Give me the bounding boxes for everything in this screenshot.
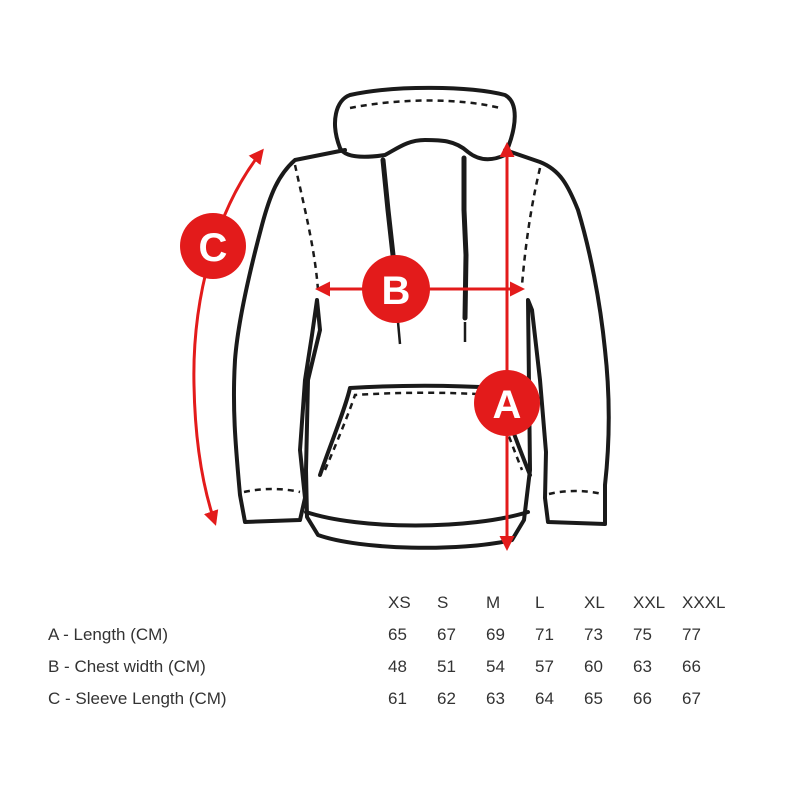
table-cell: 67 xyxy=(437,625,456,644)
hoodie-outline xyxy=(231,85,611,550)
hood xyxy=(333,85,517,162)
body-outline xyxy=(231,148,611,550)
table-cell: 66 xyxy=(633,689,652,708)
table-cell: 65 xyxy=(584,689,603,708)
table-cell: 63 xyxy=(486,689,505,708)
sleeve-arrow xyxy=(192,148,264,526)
row-label: B - Chest width (CM) xyxy=(48,657,206,676)
table-cell: 61 xyxy=(388,689,407,708)
badge-c-circle xyxy=(180,213,246,279)
measure-b-chest: B xyxy=(315,255,525,323)
measure-a-length: A xyxy=(474,142,540,551)
badge-b-letter: B xyxy=(382,269,411,313)
table-cell: 75 xyxy=(633,625,652,644)
table-cell: 48 xyxy=(388,657,407,676)
table-row-chest-width: B - Chest width (CM) 48 51 54 57 60 63 6… xyxy=(40,651,731,683)
hem-band xyxy=(304,510,530,528)
hoodie-diagram: A B C xyxy=(180,85,611,551)
size-chart-table: XS S M L XL XXL XXXL A - Length (CM) 65 … xyxy=(40,587,731,715)
table-cell: 73 xyxy=(584,625,603,644)
table-cell: 66 xyxy=(682,657,701,676)
table-cell: 77 xyxy=(682,625,701,644)
badge-c-letter: C xyxy=(199,226,228,270)
row-label: A - Length (CM) xyxy=(48,625,168,644)
size-header: XXL xyxy=(633,593,666,612)
table-cell: 57 xyxy=(535,657,554,676)
table-row-sleeve-length: C - Sleeve Length (CM) 61 62 63 64 65 66… xyxy=(40,683,731,715)
table-cell: 62 xyxy=(437,689,456,708)
badge-b-circle xyxy=(362,255,430,323)
badge-a-letter: A xyxy=(493,383,522,427)
table-row-length: A - Length (CM) 65 67 69 71 73 75 77 xyxy=(40,619,731,651)
size-header: S xyxy=(437,593,449,612)
table-cell: 67 xyxy=(682,689,701,708)
table-cell: 54 xyxy=(486,657,505,676)
table-cell: 60 xyxy=(584,657,603,676)
measure-c-sleeve: C xyxy=(180,148,264,526)
badge-a-circle xyxy=(474,370,540,436)
row-label: C - Sleeve Length (CM) xyxy=(48,689,227,708)
table-cell: 69 xyxy=(486,625,505,644)
size-header: L xyxy=(535,593,545,612)
table-cell: 63 xyxy=(633,657,652,676)
table-cell: 64 xyxy=(535,689,554,708)
size-header: XL xyxy=(584,593,605,612)
size-header: XXXL xyxy=(682,593,726,612)
size-header-row: XS S M L XL XXL XXXL xyxy=(40,587,731,619)
size-header: XS xyxy=(388,593,411,612)
table-cell: 51 xyxy=(437,657,456,676)
size-header: M xyxy=(486,593,501,612)
table-cell: 71 xyxy=(535,625,554,644)
header-corner xyxy=(40,587,388,619)
table-cell: 65 xyxy=(388,625,407,644)
